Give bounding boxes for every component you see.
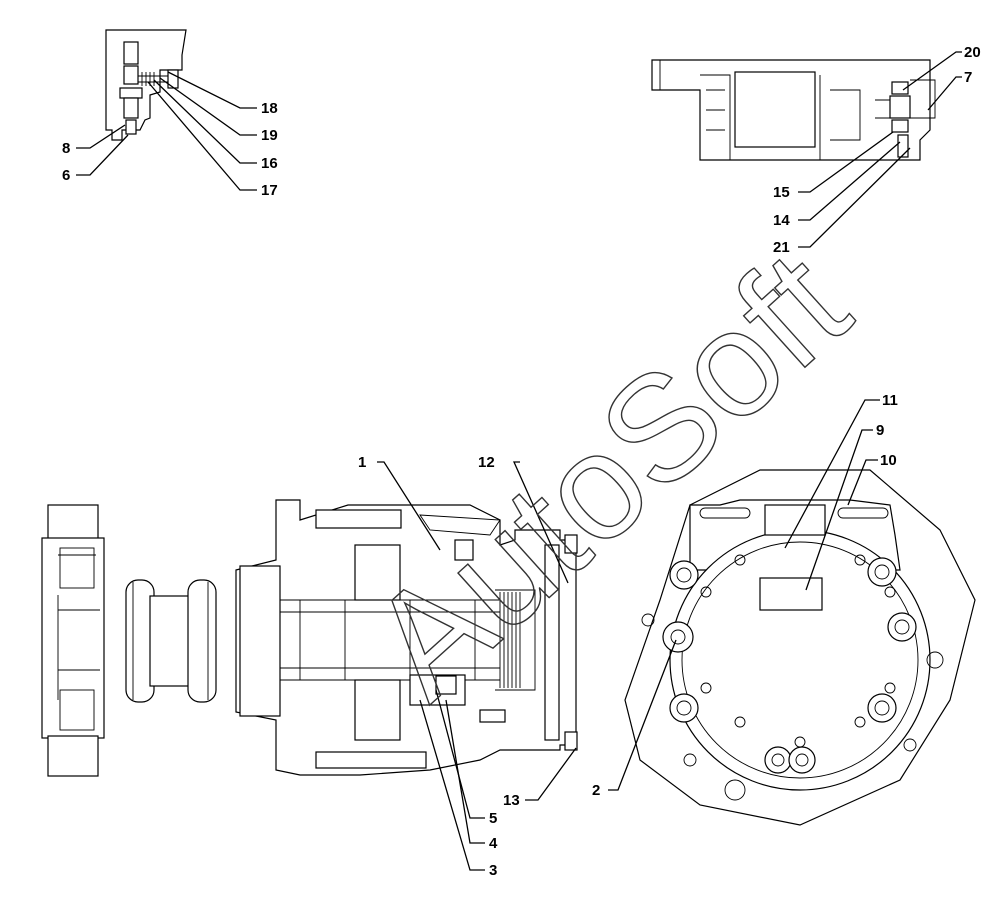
callout-labels: 1 12 13 5 4 3 2 11 9 10 8 6 18 19 16 17 … xyxy=(62,44,981,879)
callout-2: 2 xyxy=(592,782,600,799)
callout-18: 18 xyxy=(261,100,278,117)
callout-leader-lines xyxy=(76,51,962,871)
drive-flange-side-view xyxy=(41,504,105,777)
callout-3: 3 xyxy=(489,862,497,879)
callout-5: 5 xyxy=(489,810,497,827)
callout-16: 16 xyxy=(261,155,278,172)
callout-8: 8 xyxy=(62,140,70,157)
callout-7: 7 xyxy=(964,69,972,86)
callout-11: 11 xyxy=(882,392,898,409)
callout-15: 15 xyxy=(773,184,790,201)
callout-1: 1 xyxy=(358,454,366,471)
callout-19: 19 xyxy=(261,127,278,144)
callout-20: 20 xyxy=(964,44,981,61)
brake-disc-hub xyxy=(125,579,217,703)
detail-view-top-right xyxy=(651,59,936,161)
callout-13: 13 xyxy=(503,792,520,809)
callout-10: 10 xyxy=(880,452,897,469)
callout-17: 17 xyxy=(261,182,278,199)
detail-view-top-left xyxy=(105,29,187,141)
motor-cross-section xyxy=(235,499,578,776)
callout-9: 9 xyxy=(876,422,884,439)
callout-14: 14 xyxy=(773,212,790,229)
callout-12: 12 xyxy=(478,454,495,471)
callout-4: 4 xyxy=(489,835,498,852)
callout-21: 21 xyxy=(773,239,790,256)
motor-front-view xyxy=(624,469,976,826)
callout-6: 6 xyxy=(62,167,70,184)
